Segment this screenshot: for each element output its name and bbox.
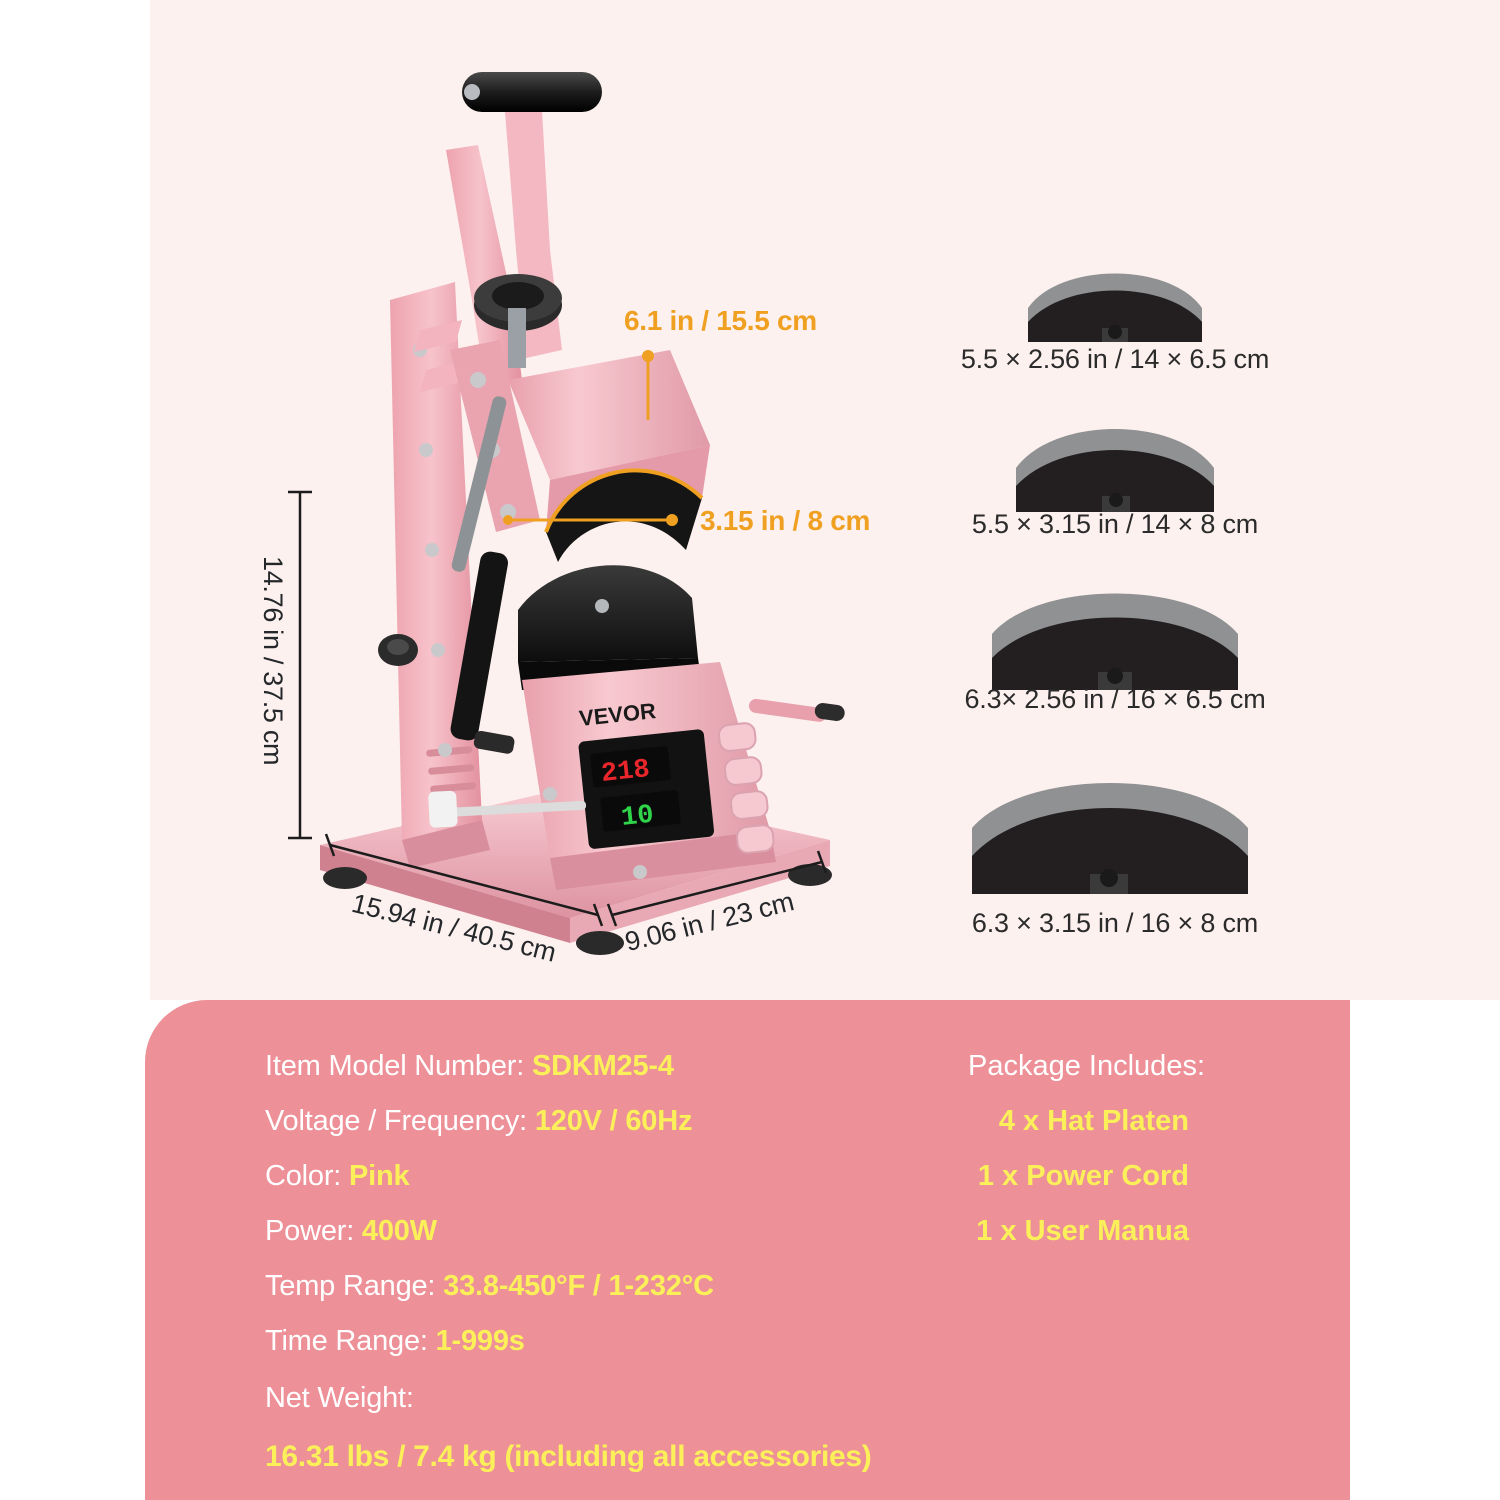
spec-label-net-weight: Net Weight: — [265, 1382, 414, 1414]
spec-row-model: Item Model Number: SDKM25-4 — [265, 1050, 674, 1083]
callout-platen-width: 6.1 in / 15.5 cm — [624, 305, 817, 336]
package-item-power-cord: 1 x Power Cord — [977, 1160, 1189, 1192]
spec-row-power: Power: 400W — [265, 1215, 437, 1248]
spec-value-power: 400W — [361, 1215, 437, 1247]
spec-label-power: Power: — [265, 1215, 362, 1247]
temperature-display: 218 — [600, 755, 651, 790]
spec-label-voltage: Voltage / Frequency: — [265, 1105, 535, 1137]
spec-value-voltage: 120V / 60Hz — [534, 1105, 693, 1137]
gas-spring — [450, 396, 515, 754]
spec-label-time: Time Range: — [265, 1325, 436, 1357]
spec-label-temp: Temp Range: — [265, 1270, 444, 1302]
spec-value-model: SDKM25-4 — [531, 1050, 674, 1082]
spec-value-temp: 33.8-450°F / 1-232°C — [443, 1270, 714, 1302]
spec-value-time: 1-999s — [435, 1325, 525, 1357]
dimension-height: 14.76 in / 37.5 cm — [258, 556, 288, 766]
platen-3-label: 6.3× 2.56 in / 16 × 6.5 cm — [964, 684, 1266, 714]
platen-4-image — [960, 762, 1260, 902]
spec-value-net-weight: 16.31 lbs / 7.4 kg (including all access… — [265, 1440, 872, 1473]
specifications-panel: Item Model Number: SDKM25-4 Voltage / Fr… — [145, 1000, 1350, 1500]
platen-3-image — [982, 572, 1248, 698]
platen-1-image — [1020, 250, 1210, 350]
platen-1-label: 5.5 × 2.56 in / 14 × 6.5 cm — [960, 344, 1270, 374]
spec-value-color: Pink — [349, 1160, 410, 1192]
spec-row-temp: Temp Range: 33.8-450°F / 1-232°C — [265, 1270, 714, 1303]
package-item-hat-platen: 4 x Hat Platen — [998, 1105, 1189, 1137]
time-display: 10 — [620, 801, 655, 834]
product-illustration: VEVOR 218 10 — [250, 50, 870, 955]
power-cord — [428, 790, 587, 828]
spec-row-voltage: Voltage / Frequency: 120V / 60Hz — [265, 1105, 692, 1138]
package-item-user-manual: 1 x User Manua — [976, 1215, 1189, 1247]
callout-platen-depth: 3.15 in / 8 cm — [700, 505, 871, 536]
upper-platen — [414, 320, 710, 562]
platen-2-label: 5.5 × 3.15 in / 14 × 8 cm — [971, 509, 1259, 539]
platen-4-label: 6.3 × 3.15 in / 16 × 8 cm — [971, 908, 1259, 938]
package-includes-heading: Package Includes: — [968, 1050, 1205, 1082]
spec-row-color: Color: Pink — [265, 1160, 410, 1193]
spec-label-color: Color: — [265, 1160, 350, 1192]
pressure-knob — [474, 274, 562, 368]
platen-2-image — [1008, 408, 1222, 520]
side-knob — [378, 634, 418, 666]
spec-row-time: Time Range: 1-999s — [265, 1325, 525, 1358]
spec-label-model: Item Model Number: — [265, 1050, 532, 1082]
